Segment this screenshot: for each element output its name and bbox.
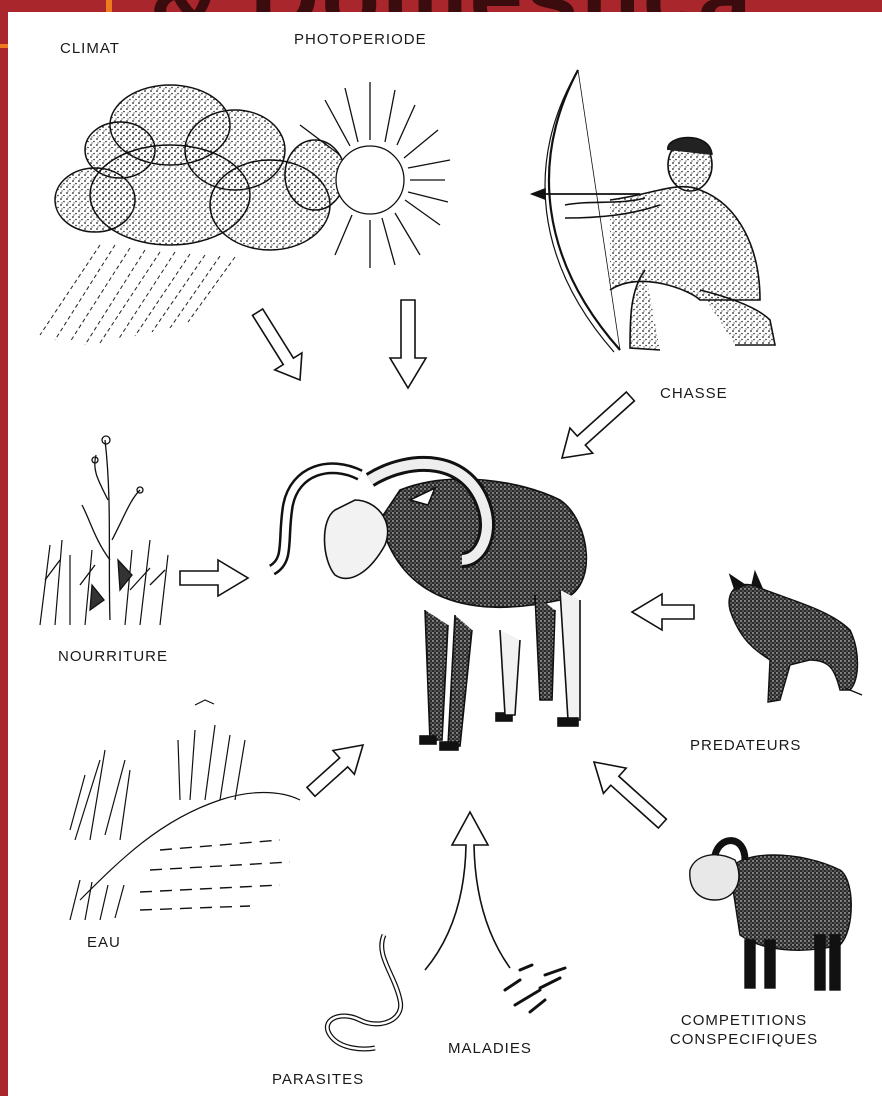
label-nourriture: NOURRITURE [58,648,168,665]
hunter-archer-icon [532,70,775,352]
arrow-climat [244,304,314,389]
label-photoperiode: PHOTOPERIODE [294,31,427,48]
microbe-icon [505,965,565,1012]
arrow-photoperiode [390,300,426,388]
arrow-predateurs [632,594,694,630]
sheep-competitor-icon [690,841,851,990]
label-competitions-line2: CONSPECIFIQUES [664,1031,824,1048]
label-parasites: PARASITES [272,1071,364,1088]
label-climat: CLIMAT [60,40,120,57]
cloud-rain-icon [40,85,345,345]
mouflon-ram-illustration [272,464,586,750]
predator-lynx-icon [729,572,862,702]
water-reeds-icon [70,700,300,920]
label-chasse: CHASSE [660,385,728,402]
label-maladies: MALADIES [448,1040,532,1057]
plant-food-icon [40,436,168,625]
label-predateurs: PREDATEURS [690,737,801,754]
arrow-nourriture [180,560,248,596]
label-competitions-line1: COMPETITIONS [664,1012,824,1029]
label-competitions: COMPETITIONS CONSPECIFIQUES [664,1012,824,1048]
arrow-maladies-parasites [425,812,510,970]
parasite-worm-icon [327,935,400,1049]
arrow-competitions [583,749,674,836]
label-eau: EAU [87,934,121,951]
arrow-eau [300,733,373,804]
arrow-chasse [551,384,642,471]
